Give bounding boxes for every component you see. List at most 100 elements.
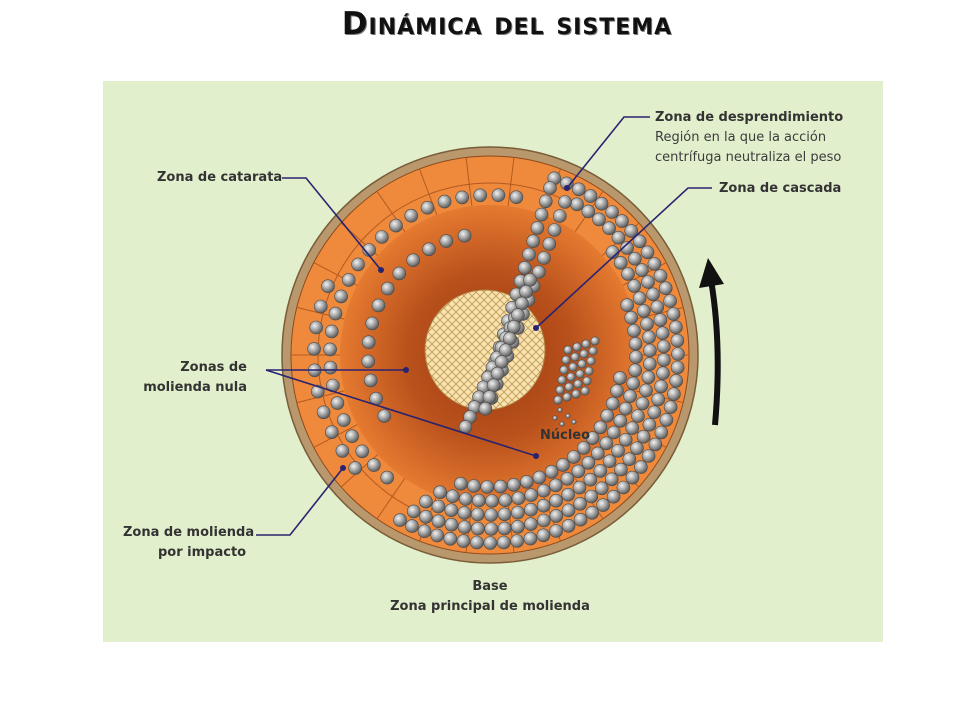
- grinding-ball: [515, 296, 529, 311]
- grinding-ball: [531, 265, 546, 279]
- grinding-ball: [549, 509, 564, 523]
- grinding-ball: [480, 480, 495, 494]
- grinding-ball: [419, 494, 433, 509]
- grinding-ball: [616, 480, 631, 495]
- leader-dots: [340, 185, 570, 471]
- grinding-ball: [497, 521, 512, 536]
- grinding-ball: [555, 385, 565, 395]
- grinding-ball: [606, 489, 621, 504]
- grinding-ball: [570, 352, 580, 362]
- grinding-ball: [490, 366, 505, 381]
- liner-segment: [465, 157, 473, 207]
- grinding-ball: [593, 464, 608, 478]
- grinding-ball: [324, 425, 339, 440]
- grinding-ball: [471, 493, 486, 508]
- grinding-ball: [640, 317, 654, 331]
- grinding-ball: [536, 498, 551, 513]
- grinding-ball: [566, 372, 576, 382]
- grinding-ball: [640, 245, 655, 260]
- grinding-ball: [313, 299, 328, 314]
- grinding-ball: [351, 257, 365, 272]
- grinding-ball: [497, 507, 512, 522]
- label-zonas-de: Zonas de: [180, 360, 247, 375]
- grinding-ball: [565, 413, 571, 419]
- grinding-ball: [473, 188, 488, 203]
- grinding-ball: [406, 504, 421, 519]
- grinding-ball: [445, 489, 460, 504]
- grinding-ball: [626, 376, 641, 391]
- grinding-ball: [614, 462, 628, 477]
- grinding-ball: [632, 291, 647, 306]
- grinding-ball: [361, 335, 376, 350]
- grinding-ball: [510, 519, 525, 534]
- rotation-arrow-icon: [699, 258, 724, 426]
- grinding-ball: [628, 336, 643, 351]
- grinding-ball: [453, 476, 468, 491]
- liner-segment: [507, 157, 515, 207]
- grinding-ball: [630, 441, 644, 456]
- grinding-ball: [575, 369, 585, 379]
- grinding-ball: [571, 419, 577, 425]
- grinding-ball: [558, 195, 572, 209]
- grinding-ball: [643, 343, 657, 358]
- grinding-ball: [613, 255, 628, 270]
- grinding-ball: [625, 421, 640, 435]
- grinding-ball: [536, 528, 551, 543]
- grinding-ball: [536, 483, 551, 498]
- grinding-ball: [561, 503, 576, 518]
- grinding-ball: [606, 425, 621, 440]
- page-title: Dinámica del sistema: [341, 6, 673, 42]
- grinding-ball: [590, 336, 600, 346]
- label-zona-molienda-impacto-1: Zona de molienda: [123, 525, 254, 540]
- grinding-ball: [482, 390, 497, 404]
- grinding-ball: [470, 507, 485, 522]
- label-desprendimiento-desc-2: centrífuga neutraliza el peso: [655, 150, 841, 165]
- grinding-ball: [635, 263, 649, 277]
- grinding-ball: [642, 357, 657, 371]
- grinding-ball: [618, 432, 633, 447]
- grinding-ball: [579, 349, 589, 359]
- grinding-ball: [483, 536, 498, 550]
- grinding-ball: [624, 310, 639, 325]
- grinding-ball: [523, 273, 537, 287]
- grinding-ball: [557, 375, 567, 385]
- grinding-ball: [433, 485, 447, 500]
- grinding-ball: [627, 279, 642, 293]
- grinding-ball: [585, 505, 599, 520]
- grinding-ball: [524, 502, 538, 517]
- grinding-ball: [571, 464, 586, 479]
- grinding-ball: [377, 409, 392, 423]
- grinding-ball: [594, 481, 609, 496]
- grinding-ball: [321, 279, 335, 294]
- grinding-ball: [639, 383, 653, 398]
- grinding-ball: [669, 320, 683, 335]
- grinding-ball: [592, 212, 606, 227]
- grinding-ball: [430, 528, 445, 543]
- label-base: Base: [472, 579, 507, 594]
- grinding-ball: [405, 519, 419, 533]
- grinding-ball: [584, 489, 599, 504]
- grinding-ball: [471, 521, 485, 536]
- grinding-ball: [547, 223, 562, 237]
- grinding-ball: [646, 287, 660, 302]
- grinding-ball: [623, 389, 637, 404]
- grinding-ball: [557, 407, 563, 413]
- grinding-ball: [627, 323, 641, 338]
- grinding-ball: [611, 230, 626, 245]
- grinding-ball: [602, 454, 617, 469]
- grinding-ball: [458, 492, 473, 506]
- grinding-ball: [588, 346, 598, 356]
- grinding-ball: [542, 237, 557, 251]
- grinding-ball: [581, 455, 596, 470]
- grinding-ball: [309, 320, 324, 335]
- grinding-ball: [580, 386, 590, 396]
- grinding-ball: [604, 472, 619, 487]
- grinding-ball: [335, 444, 350, 458]
- grinding-ball: [573, 512, 588, 527]
- grinding-ball: [613, 413, 628, 428]
- grinding-ball: [582, 376, 592, 386]
- grinding-ball: [355, 444, 370, 459]
- grinding-ball: [336, 413, 351, 427]
- grinding-ball: [367, 458, 381, 472]
- grinding-ball: [641, 449, 656, 463]
